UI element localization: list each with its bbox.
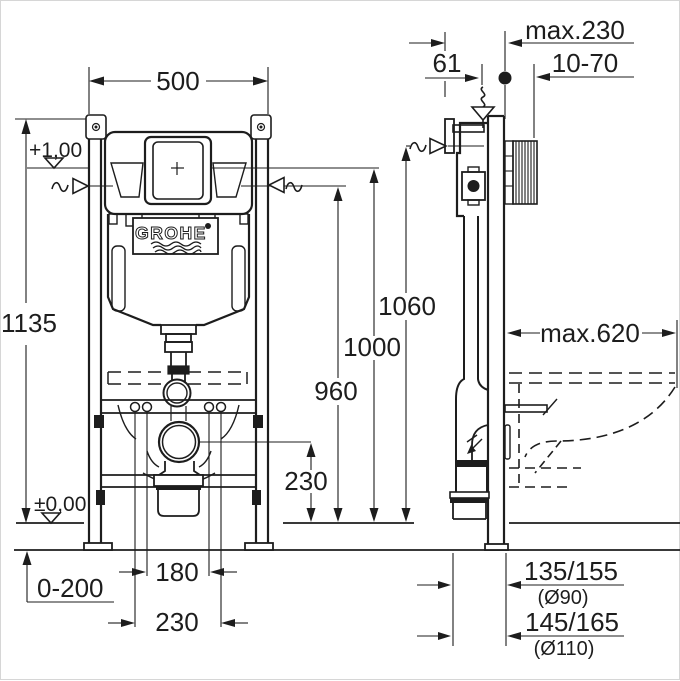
toilet-bowl-outline [509,372,676,488]
dim-1000: 1000 [343,332,401,362]
housing-panel [111,245,126,312]
logo-waves [150,241,202,247]
dim-10-70: 10-70 [552,48,619,78]
dim-stud-inner-180: 180 [155,557,198,587]
brand-plate [132,217,219,255]
mounting-stud [215,401,227,413]
dim-drain-110-dia: (Ø110) [534,638,595,660]
wave-icon [285,181,303,193]
front-view [83,114,274,551]
wave-icon [409,141,427,153]
flow-arrow-icon [267,176,285,194]
wall-reference-dot [498,71,512,85]
logo-waves [152,245,202,251]
flow-arrow-icon [429,137,448,155]
logo-dot [205,223,211,229]
dim-drain-90-dia: (Ø90) [537,587,588,609]
dim-max-620: max.620 [540,318,640,348]
logo-waves [154,249,202,255]
floor-lines [14,522,680,551]
rail-clamp [253,415,263,428]
brand-logo: GROHE [135,223,207,243]
wall-hatch-block [504,140,538,205]
dim-floor-adjust: 0-200 [37,573,104,603]
dim-drain-90: 135/155 [524,556,618,586]
leg-clamp [252,490,261,505]
dim-stud-outer-230: 230 [155,607,198,637]
foot-plate [484,543,509,551]
foot-plate [244,542,274,551]
level-plus-100: +1,00 [29,139,82,162]
flow-arrow-icon [72,177,90,195]
tank-water-right [212,162,247,198]
inlet-funnel-icon [470,106,496,122]
dim-61: 61 [433,48,462,78]
wave-icon [51,181,69,193]
dim-max-230: max.230 [525,15,625,45]
valve-dot [467,180,480,192]
datum-triangle-zero [40,512,62,525]
dimension-labels: 500 1135 +1,00 ±0,00 0-200 180 230 230 9… [1,15,640,660]
dim-height-1135: 1135 [1,308,57,338]
foot-plate [83,542,113,551]
wall-bracket [444,118,455,154]
leg-clamp [96,490,105,505]
flush-plate [152,141,204,200]
mounting-stud [141,401,153,413]
dim-1060: 1060 [378,291,436,321]
level-symbols [40,86,496,525]
wall-bracket-arm [452,124,485,133]
dim-outlet-height-230: 230 [284,466,327,496]
dim-960: 960 [314,376,357,406]
dimension-arrowheads [21,39,676,640]
rail-clamp [94,415,104,428]
tank-water-left [110,162,144,198]
datum-triangle-upper [43,157,65,170]
mounting-stud [203,401,215,413]
level-zero: ±0,00 [34,493,86,516]
housing-panel [231,245,246,312]
dim-drain-110: 145/165 [525,607,619,637]
dim-width-500: 500 [156,66,199,96]
mounting-stud [129,401,141,413]
cistern-tank [103,130,254,216]
pipe-clamp [455,460,488,467]
pipe-coupling [167,365,190,375]
flush-plate-frame [143,135,213,206]
wave-icon [480,86,486,108]
flow-direction-arrow [467,445,476,454]
side-view [444,114,676,551]
rail-bracket-side [504,424,511,460]
mounting-rod [504,404,548,413]
outlet-socket [157,420,201,464]
